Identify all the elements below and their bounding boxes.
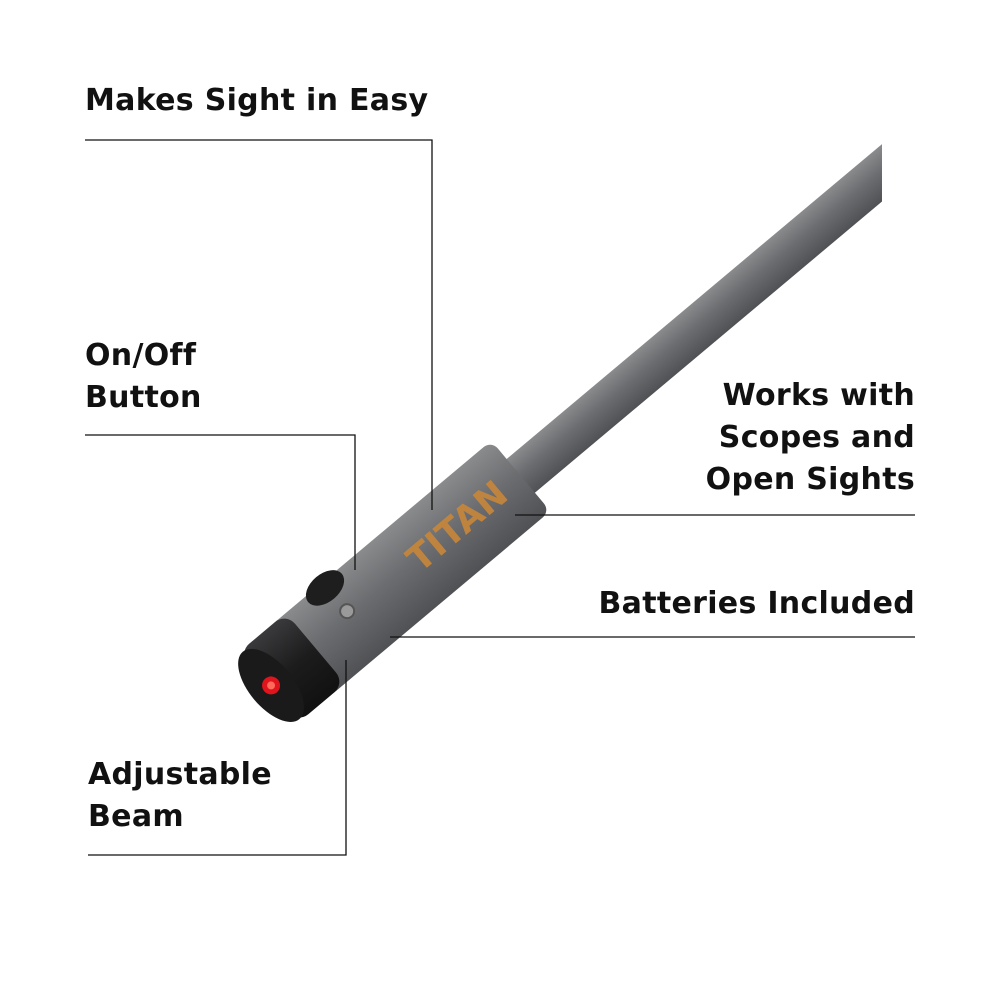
rod: [498, 15, 882, 500]
power-button: [305, 570, 345, 606]
callout-adjustable-beam: Adjustable Beam: [88, 754, 272, 838]
callout-text: On/Off: [85, 338, 197, 373]
callout-works-with: Works with Scopes and Open Sights: [706, 375, 915, 501]
callout-text: Adjustable: [88, 757, 272, 792]
callout-text: Button: [85, 380, 202, 415]
callout-text: Beam: [88, 799, 184, 834]
callout-sight: Makes Sight in Easy: [85, 83, 429, 118]
callout-text: Scopes and: [718, 420, 915, 455]
laser-body: [273, 444, 547, 694]
end-cap: [244, 618, 340, 718]
callout-lines: [85, 139, 915, 856]
callout-text: Open Sights: [705, 462, 915, 497]
callout-on-off-button: On/Off Button: [85, 335, 202, 419]
adjustment-screw: [339, 603, 356, 620]
callout-batteries: Batteries Included: [598, 586, 915, 621]
callout-text: Works with: [722, 378, 915, 413]
